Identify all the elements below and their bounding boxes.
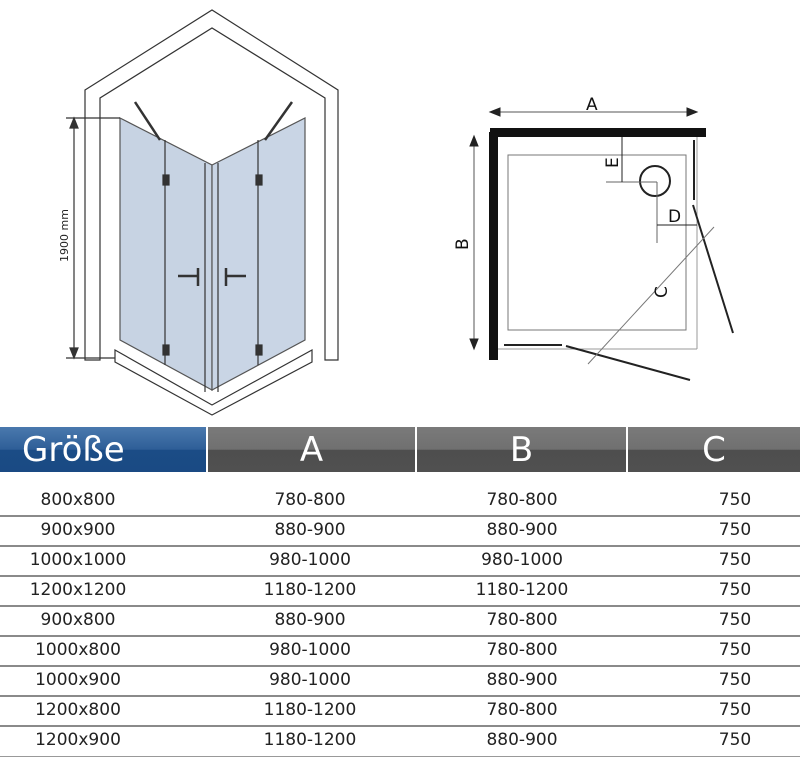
size-cell: 1000x1000	[29, 550, 127, 570]
size-cell: 1200x1200	[29, 580, 127, 600]
size-cell: 900x800	[40, 610, 116, 630]
plan-label-a: A	[586, 95, 598, 115]
table-row: 800x800 780-800 780-800 750	[0, 487, 800, 517]
a-cell: 880-900	[274, 610, 346, 630]
table-row: 1200x1200 1180-1200 1180-1200 750	[0, 577, 800, 607]
b-cell: 780-800	[486, 610, 558, 630]
height-dimension-label: 1900 mm	[58, 209, 71, 262]
b-cell: 980-1000	[481, 550, 563, 570]
a-cell: 980-1000	[269, 670, 351, 690]
a-cell: 980-1000	[269, 640, 351, 660]
table-row: 900x900 880-900 880-900 750	[0, 517, 800, 547]
c-cell: 750	[718, 580, 752, 600]
size-cell: 900x900	[40, 520, 116, 540]
c-cell: 750	[718, 640, 752, 660]
a-cell: 1180-1200	[263, 700, 357, 720]
c-cell: 750	[718, 520, 752, 540]
plan-label-b: B	[453, 238, 473, 250]
a-cell: 1180-1200	[263, 730, 357, 750]
a-cell: 1180-1200	[263, 580, 357, 600]
plan-label-c: C	[652, 286, 672, 298]
a-cell: 780-800	[274, 490, 346, 510]
b-cell: 880-900	[486, 520, 558, 540]
size-cell: 1000x800	[35, 640, 121, 660]
c-cell: 750	[718, 670, 752, 690]
plan-label-d: D	[668, 207, 681, 227]
plan-view-drawing	[469, 107, 734, 381]
header-b: B	[417, 427, 626, 472]
table-row: 900x800 880-900 780-800 750	[0, 607, 800, 637]
table-row: 1200x800 1180-1200 780-800 750	[0, 697, 800, 727]
b-cell: 880-900	[486, 730, 558, 750]
b-cell: 1180-1200	[475, 580, 569, 600]
size-cell: 1200x800	[35, 700, 121, 720]
c-cell: 750	[718, 730, 752, 750]
plan-label-e: E	[603, 157, 623, 168]
table-row: 1200x900 1180-1200 880-900 750	[0, 727, 800, 757]
table-row: 1000x900 980-1000 880-900 750	[0, 667, 800, 697]
table-row: 1000x1000 980-1000 980-1000 750	[0, 547, 800, 577]
header-size: Größe	[0, 427, 206, 472]
c-cell: 750	[718, 550, 752, 570]
b-cell: 780-800	[486, 700, 558, 720]
c-cell: 750	[718, 700, 752, 720]
size-cell: 1000x900	[35, 670, 121, 690]
b-cell: 780-800	[486, 640, 558, 660]
b-cell: 880-900	[486, 670, 558, 690]
b-cell: 780-800	[486, 490, 558, 510]
product-drawings: 1900 mm A B C D E	[58, 9, 734, 416]
table-row: 1000x800 980-1000 780-800 750	[0, 637, 800, 667]
header-a: A	[208, 427, 415, 472]
c-cell: 750	[718, 490, 752, 510]
header-c: C	[628, 427, 800, 472]
a-cell: 980-1000	[269, 550, 351, 570]
size-cell: 800x800	[40, 490, 116, 510]
c-cell: 750	[718, 610, 752, 630]
size-cell: 1200x900	[35, 730, 121, 750]
a-cell: 880-900	[274, 520, 346, 540]
isometric-enclosure-drawing	[66, 9, 339, 416]
